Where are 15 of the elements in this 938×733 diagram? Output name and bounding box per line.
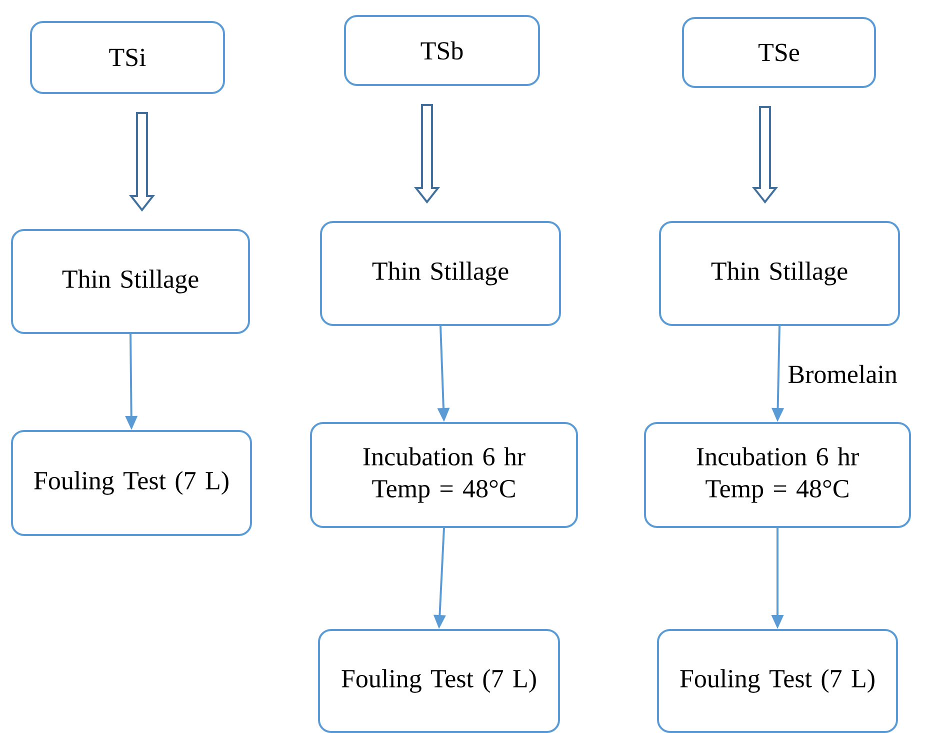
process-box: Thin Stillage bbox=[320, 221, 561, 326]
process-box: TSi bbox=[30, 21, 225, 94]
process-box: TSb bbox=[344, 15, 540, 86]
hollow-arrow bbox=[752, 106, 778, 204]
edge-label: Bromelain bbox=[788, 364, 898, 384]
process-box: Incubation 6 hr Temp = 48°C bbox=[644, 422, 911, 528]
hollow-arrow bbox=[128, 112, 156, 212]
process-box: TSe bbox=[682, 17, 876, 88]
hollow-arrow bbox=[414, 104, 440, 204]
process-box: Thin Stillage bbox=[11, 229, 250, 334]
process-box: Thin Stillage bbox=[659, 221, 900, 326]
process-box: Fouling Test (7 L) bbox=[11, 430, 252, 536]
process-box: Fouling Test (7 L) bbox=[318, 628, 560, 733]
process-box: Incubation 6 hr Temp = 48°C bbox=[310, 422, 578, 528]
process-box: Fouling Test (7 L) bbox=[657, 628, 898, 733]
